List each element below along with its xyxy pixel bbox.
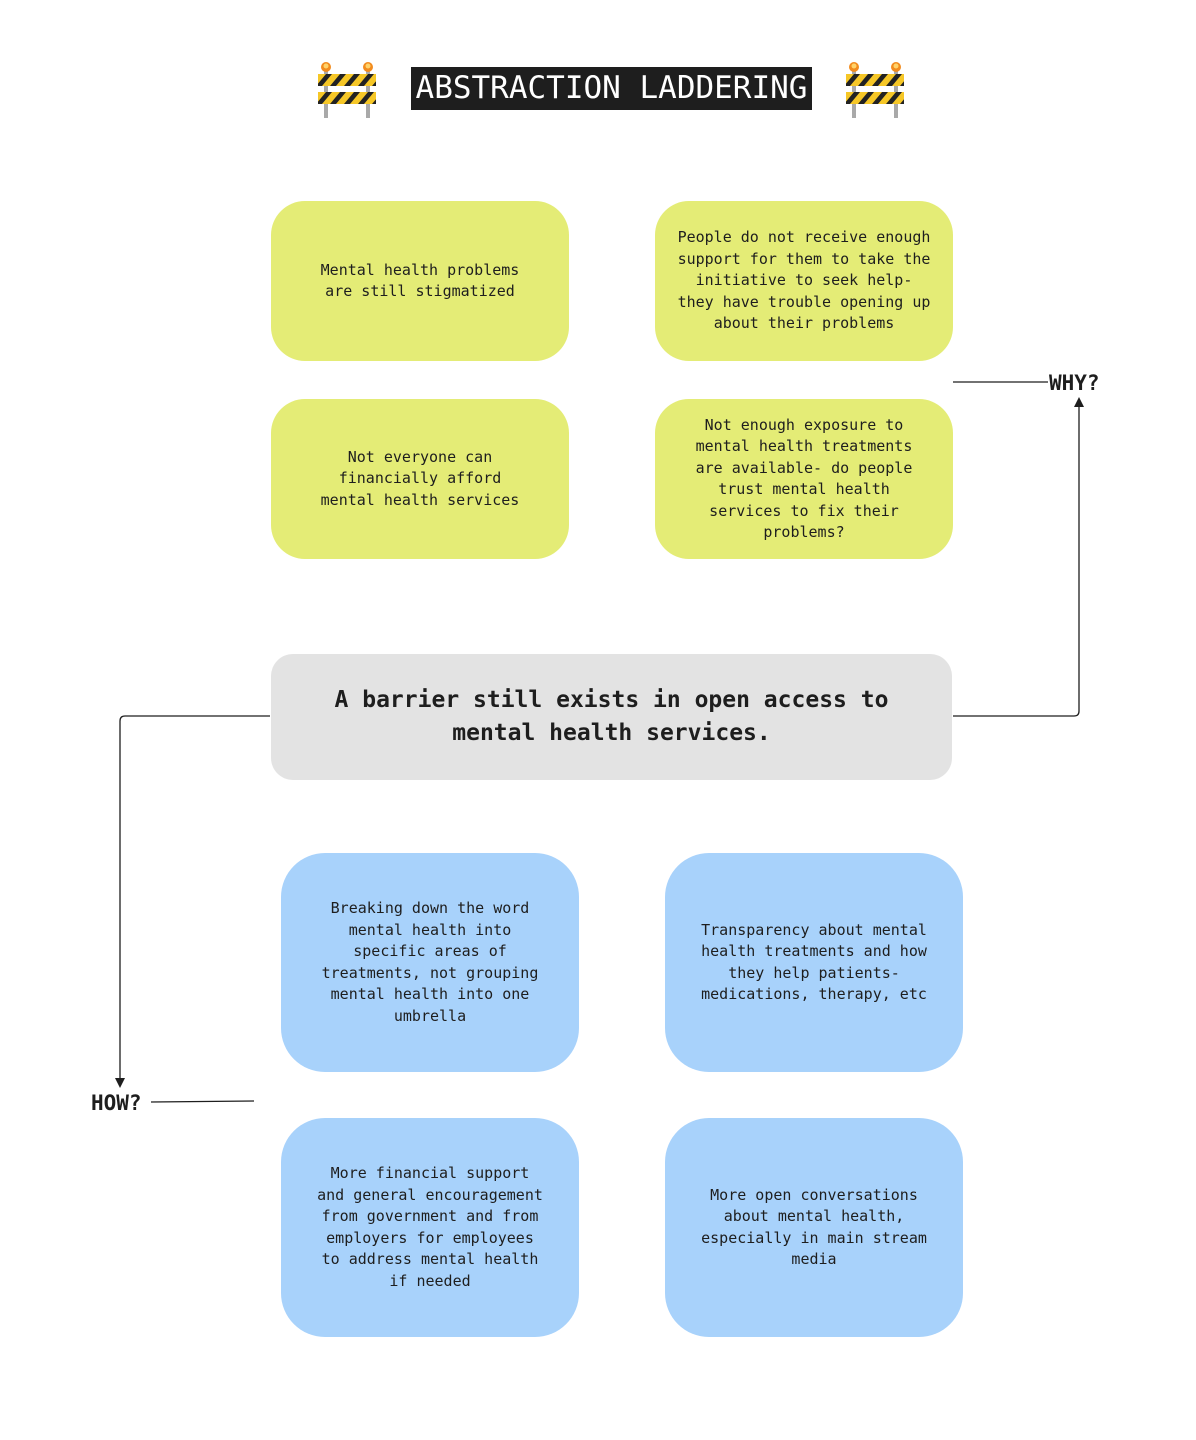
why-card-exposure: Not enough exposure to mental health tre…	[655, 399, 953, 559]
page-title: ABSTRACTION LADDERING	[411, 67, 812, 110]
how-connector	[115, 715, 270, 1088]
why-card-afford: Not everyone can financially afford ment…	[271, 399, 569, 559]
how-pointer-line	[150, 1100, 255, 1103]
problem-statement: A barrier still exists in open access to…	[271, 654, 952, 780]
why-connector	[953, 397, 1084, 717]
how-card-conversations: More open conversations about mental hea…	[665, 1118, 963, 1337]
why-label: WHY?	[1049, 371, 1100, 395]
why-card-stigma: Mental health problems are still stigmat…	[271, 201, 569, 361]
construction-barricade-icon	[318, 62, 376, 118]
construction-barricade-icon	[846, 62, 904, 118]
how-card-transparency: Transparency about mental health treatme…	[665, 853, 963, 1072]
how-label: HOW?	[91, 1091, 142, 1115]
how-card-breakdown: Breaking down the word mental health int…	[281, 853, 579, 1072]
how-card-financial: More financial support and general encou…	[281, 1118, 579, 1337]
why-card-support: People do not receive enough support for…	[655, 201, 953, 361]
